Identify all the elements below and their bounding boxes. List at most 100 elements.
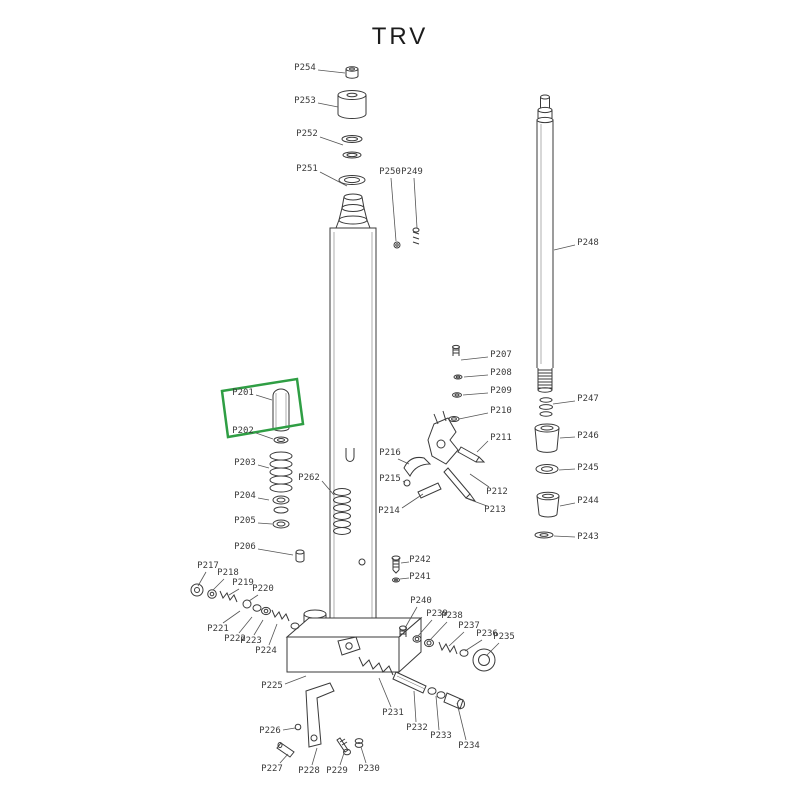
part-label-P220: P220 — [252, 584, 274, 594]
part-P245-shape — [535, 464, 559, 474]
part-label-P254: P254 — [294, 63, 316, 73]
part-label-P242: P242 — [409, 555, 431, 565]
part-label-P223: P223 — [240, 636, 262, 646]
leader-line-P221 — [222, 610, 241, 624]
part-P204-shape — [272, 495, 290, 514]
leader-line-P237 — [448, 631, 465, 647]
leader-line-P246 — [559, 436, 576, 439]
leader-line-P249 — [413, 177, 418, 229]
part-label-P205: P205 — [234, 516, 256, 526]
leader-line-P220 — [248, 594, 259, 602]
part-P253-shape — [337, 90, 367, 119]
part-P248-shape — [536, 94, 554, 393]
leader-line-P209 — [462, 392, 489, 396]
leader-line-P226 — [282, 727, 296, 731]
part-P242-shape — [391, 555, 401, 574]
part-P247-shape — [539, 397, 553, 417]
part-label-P237: P237 — [458, 621, 480, 631]
part-P250-shape — [393, 241, 401, 249]
part-label-P203: P203 — [234, 458, 256, 468]
pump-valve-row-shape — [399, 625, 496, 672]
part-label-P221: P221 — [207, 624, 229, 634]
leader-line-P234 — [456, 702, 467, 741]
part-P243-shape — [534, 531, 554, 539]
main-cylinder-shape — [329, 193, 377, 631]
part-label-P227: P227 — [261, 764, 283, 774]
part-P244-shape — [536, 491, 560, 518]
part-label-P224: P224 — [255, 646, 277, 656]
leader-line-P238 — [429, 621, 448, 641]
leader-line-P210 — [458, 412, 489, 420]
part-label-P206: P206 — [234, 542, 256, 552]
part-P249-shape — [412, 227, 420, 245]
leader-line-P231 — [378, 677, 392, 708]
part-P252-shape — [341, 135, 363, 159]
part-label-P201: P201 — [232, 388, 254, 398]
part-P203-shape — [269, 451, 293, 493]
part-label-P228: P228 — [298, 766, 320, 776]
leader-line-P203 — [257, 464, 270, 469]
part-label-P241: P241 — [409, 572, 431, 582]
part-P201-shape — [272, 388, 290, 432]
part-label-P262: P262 — [298, 473, 320, 483]
leader-line-P242 — [400, 561, 410, 564]
leader-line-P206 — [257, 548, 294, 556]
leader-line-P251 — [319, 171, 348, 187]
leader-line-P225 — [284, 675, 307, 685]
part-label-P210: P210 — [490, 406, 512, 416]
part-label-P212: P212 — [486, 487, 508, 497]
part-label-P226: P226 — [259, 726, 281, 736]
part-label-P236: P236 — [476, 629, 498, 639]
part-P206-shape — [295, 549, 305, 563]
part-label-P245: P245 — [577, 463, 599, 473]
leader-line-P227 — [279, 753, 289, 764]
part-label-P240: P240 — [410, 596, 432, 606]
part-label-P246: P246 — [577, 431, 599, 441]
leader-line-P254 — [317, 69, 346, 74]
leader-line-P248 — [553, 244, 576, 251]
part-label-P249: P249 — [401, 167, 423, 177]
leader-line-P229 — [339, 752, 345, 766]
leader-line-P219 — [228, 588, 240, 596]
leader-line-P228 — [311, 747, 318, 766]
part-P262-shape — [333, 488, 351, 535]
part-label-P239: P239 — [426, 609, 448, 619]
part-label-P217: P217 — [197, 561, 219, 571]
leader-line-P208 — [463, 374, 489, 378]
left-valve-train-shape — [190, 583, 300, 630]
part-P251-shape — [338, 175, 366, 185]
part-label-P247: P247 — [577, 394, 599, 404]
leader-line-P213 — [467, 498, 488, 507]
part-label-P219: P219 — [232, 578, 254, 588]
part-label-P202: P202 — [232, 426, 254, 436]
part-label-P225: P225 — [261, 681, 283, 691]
part-P241-shape — [392, 577, 400, 583]
piston-assembly-shape — [358, 656, 465, 710]
leader-line-P216 — [397, 458, 410, 465]
leader-line-P214 — [401, 493, 424, 509]
part-label-P238: P238 — [441, 611, 463, 621]
part-P246-shape — [534, 423, 560, 453]
leader-line-P233 — [435, 695, 440, 731]
part-label-P244: P244 — [577, 496, 599, 506]
leader-line-P250 — [390, 177, 397, 242]
leader-line-P230 — [360, 746, 367, 764]
part-label-P235: P235 — [493, 632, 515, 642]
leader-line-P239 — [417, 619, 433, 637]
leader-line-P232 — [413, 690, 417, 723]
part-label-P251: P251 — [296, 164, 318, 174]
part-label-P207: P207 — [490, 350, 512, 360]
leader-line-P207 — [460, 356, 489, 361]
part-label-P208: P208 — [490, 368, 512, 378]
part-label-P222: P222 — [224, 634, 246, 644]
leader-line-P245 — [558, 468, 576, 471]
part-label-P253: P253 — [294, 96, 316, 106]
highlight-box-P201 — [220, 377, 305, 439]
leader-line-P252 — [319, 136, 344, 146]
leader-line-P236 — [464, 639, 483, 652]
leader-line-P205 — [257, 522, 273, 525]
leader-line-P223 — [253, 619, 264, 636]
leader-line-P204 — [257, 497, 270, 501]
